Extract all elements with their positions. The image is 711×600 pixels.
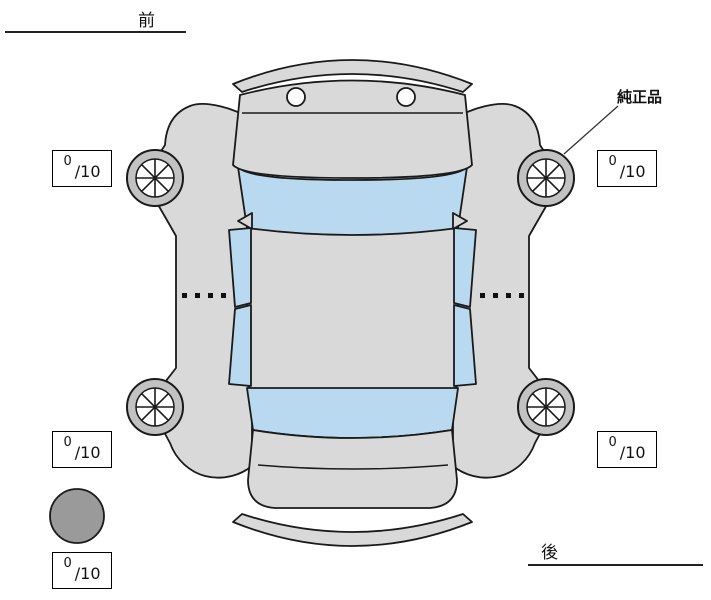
fold-line-dots-left <box>182 293 226 298</box>
tire-score-max: /10 <box>74 564 101 583</box>
tire-score-value: 0 <box>63 556 72 571</box>
door-window-front-right <box>453 227 477 308</box>
wheel-front-right <box>517 149 575 207</box>
roof-panel <box>246 223 459 391</box>
tire-score-box-rear-left: 0 /10 <box>52 431 112 468</box>
fold-line-dots-right <box>480 293 524 298</box>
rear-bumper <box>232 513 473 547</box>
front-label: 前 <box>138 11 156 31</box>
tire-score-box-front-left: 0 /10 <box>52 150 112 187</box>
tire-score-max: /10 <box>74 443 101 462</box>
tire-score-box-rear-right: 0 /10 <box>597 431 657 468</box>
side-mirror-left <box>237 212 253 230</box>
wheel-spokes <box>136 159 174 197</box>
tire-score-max: /10 <box>619 443 646 462</box>
tire-score-max: /10 <box>619 162 646 181</box>
wheel-spokes <box>527 159 565 197</box>
rear-label: 後 <box>541 543 559 563</box>
genuine-part-label: 純正品 <box>617 88 663 106</box>
wheel-spokes <box>527 388 565 426</box>
spare-tire <box>49 488 105 544</box>
wheel-rear-left <box>126 378 184 436</box>
trunk-line <box>257 464 449 470</box>
door-window-rear-left <box>228 304 252 387</box>
tire-score-value: 0 <box>608 154 617 169</box>
front-label-underline <box>5 31 186 33</box>
rear-window <box>246 387 459 439</box>
hood <box>232 79 473 179</box>
hood-circle-right <box>396 87 416 107</box>
wheel-rear-right <box>517 378 575 436</box>
tire-score-box-spare: 0 /10 <box>52 552 112 589</box>
door-window-front-left <box>228 227 252 308</box>
wheel-front-left <box>126 149 184 207</box>
front-bumper <box>232 59 473 93</box>
tire-score-value: 0 <box>608 435 617 450</box>
side-mirror-right <box>452 212 468 230</box>
rear-label-underline <box>528 564 703 566</box>
hood-circle-left <box>286 87 306 107</box>
tire-score-max: /10 <box>74 162 101 181</box>
door-window-rear-right <box>453 304 477 387</box>
genuine-part-pointer-line <box>563 105 619 155</box>
wheel-spokes <box>136 388 174 426</box>
tire-score-box-front-right: 0 /10 <box>597 150 657 187</box>
tire-score-value: 0 <box>63 435 72 450</box>
tire-score-value: 0 <box>63 154 72 169</box>
